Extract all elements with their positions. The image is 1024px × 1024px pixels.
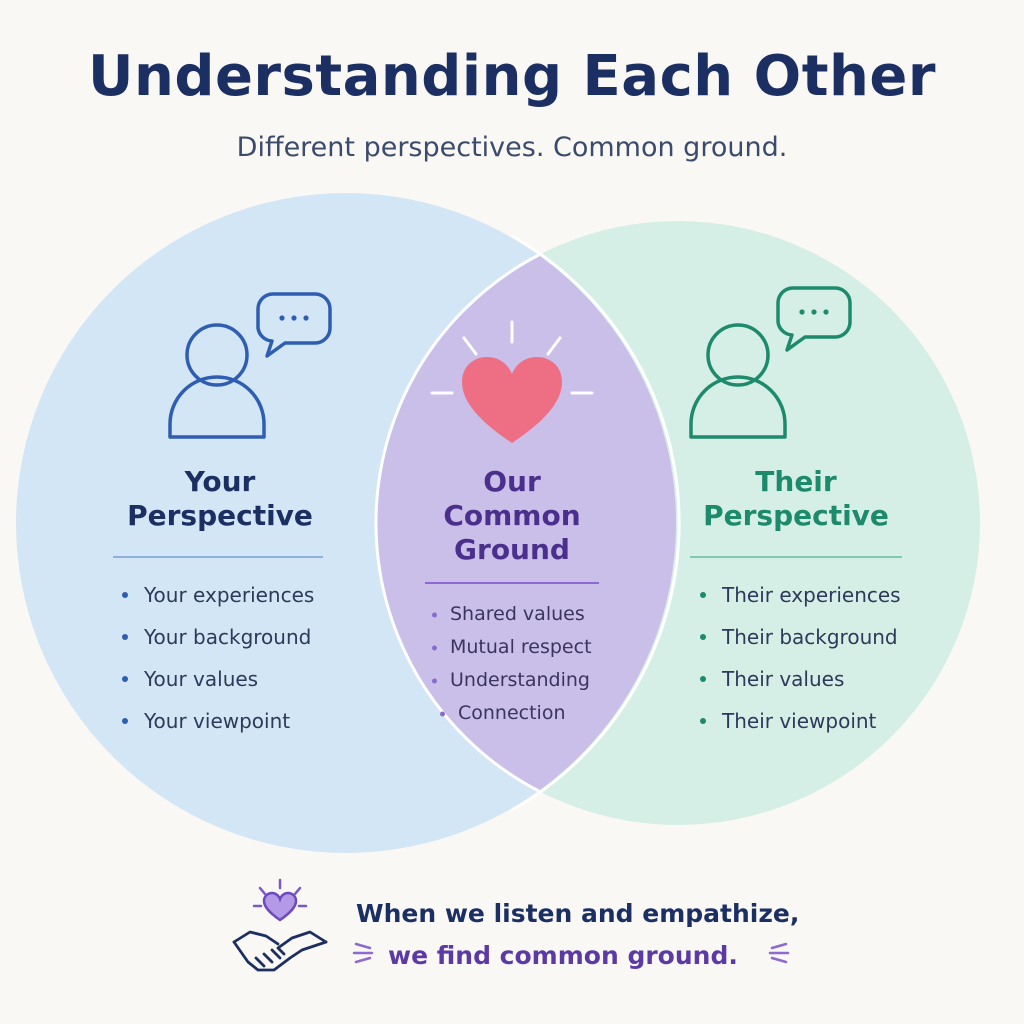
overlap-outline-right <box>511 234 681 812</box>
center-heading-line1: Our <box>483 465 541 498</box>
center-heading-line2: Common <box>443 499 581 532</box>
heart-icon <box>430 320 594 443</box>
list-item: Mutual respect <box>432 631 592 664</box>
page-title: Understanding Each Other <box>88 44 936 109</box>
handshake-heart-icon <box>232 878 328 972</box>
left-heading-line1: Your <box>184 465 256 498</box>
center-list: Shared values Mutual respect Understandi… <box>432 598 592 730</box>
right-heading-line1: Their <box>755 465 837 498</box>
left-speech-bubble-icon <box>256 292 332 358</box>
footer-message: When we listen and empathize, we find co… <box>356 893 816 977</box>
footer-line1: When we listen and empathize, <box>356 899 800 928</box>
right-speech-bubble-icon <box>776 286 852 352</box>
center-heading-line3: Ground <box>454 533 570 566</box>
left-person-icon <box>168 323 266 439</box>
list-item: Their viewpoint <box>700 700 901 742</box>
right-sparkle-icon <box>768 942 790 964</box>
left-heading-line2: Perspective <box>127 499 313 532</box>
overlap-outline-left <box>374 219 676 827</box>
list-item: Connection <box>440 697 592 730</box>
right-list: Their experiences Their background Their… <box>700 574 901 742</box>
footer-line2: we find common ground. <box>388 941 738 970</box>
list-item: Their values <box>700 658 901 700</box>
left-heading: Your Perspective <box>110 465 330 533</box>
right-divider <box>690 556 902 558</box>
list-item: Understanding <box>432 664 592 697</box>
left-divider <box>113 556 323 558</box>
right-heading-line2: Perspective <box>703 499 889 532</box>
list-item: Shared values <box>432 598 592 631</box>
left-list: Your experiences Your background Your va… <box>122 574 314 742</box>
list-item: Your values <box>122 658 314 700</box>
list-item: Their background <box>700 616 901 658</box>
page-subtitle: Different perspectives. Common ground. <box>236 132 788 163</box>
list-item: Your viewpoint <box>122 700 314 742</box>
center-divider <box>425 582 599 584</box>
right-person-icon <box>689 323 787 439</box>
list-item: Your experiences <box>122 574 314 616</box>
list-item: Your background <box>122 616 314 658</box>
right-heading: Their Perspective <box>686 465 906 533</box>
list-item: Their experiences <box>700 574 901 616</box>
left-sparkle-icon <box>352 942 374 964</box>
center-heading: Our Common Ground <box>412 465 612 567</box>
